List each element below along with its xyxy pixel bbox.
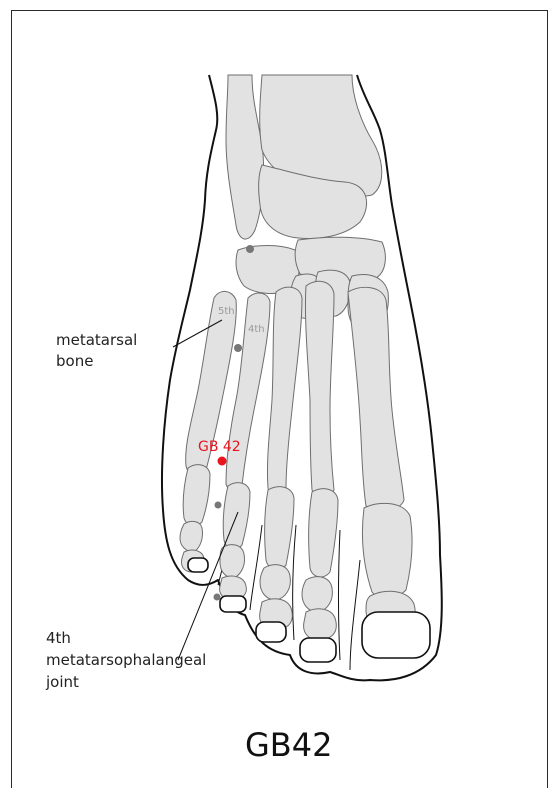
metatarsal-3 (267, 287, 302, 494)
marker-metatarsal-base (234, 344, 242, 352)
label-joint-line3: joint (45, 673, 79, 691)
toe-separation-3 (293, 525, 296, 640)
marker-cuboid (246, 245, 254, 253)
acupoint-gb42 (218, 457, 227, 466)
phalanx-5-middle (180, 521, 203, 552)
label-metatarsal-line2: bone (56, 352, 93, 370)
toe-separation-2 (250, 525, 262, 610)
phalanx-2-distal (304, 609, 337, 640)
phalanx-3-middle (260, 565, 290, 600)
metatarsal-2 (305, 281, 334, 496)
phalanx-1-proximal (362, 503, 412, 597)
phalanx-2-proximal (309, 489, 338, 577)
marker-mtp-5 (215, 502, 222, 509)
phalanx-2-middle (302, 577, 332, 612)
phalanx-5-proximal (183, 465, 210, 526)
toe-separation-4 (339, 530, 341, 660)
toenail-4 (220, 596, 246, 612)
toenail-1 (362, 612, 430, 658)
metatarsal-1 (348, 287, 404, 510)
label-4th: 4th (248, 324, 265, 335)
label-metatarsal-line1: metatarsal (56, 331, 137, 349)
label-joint-line1: 4th (46, 629, 71, 647)
toe-separation-5 (350, 560, 360, 670)
toenail-3 (256, 622, 286, 642)
label-5th: 5th (218, 306, 235, 317)
phalanx-4-middle (220, 545, 245, 578)
phalanx-3-proximal (265, 487, 294, 569)
cuboid (236, 246, 299, 294)
toenail-5 (188, 558, 208, 572)
acupoint-label: GB 42 (198, 439, 241, 455)
toenail-2 (300, 638, 336, 662)
label-joint-line2: metatarsophalangeal (46, 651, 206, 669)
marker-toe-4 (214, 594, 221, 601)
figure-title: GB42 (245, 726, 332, 764)
fibula (226, 75, 264, 239)
